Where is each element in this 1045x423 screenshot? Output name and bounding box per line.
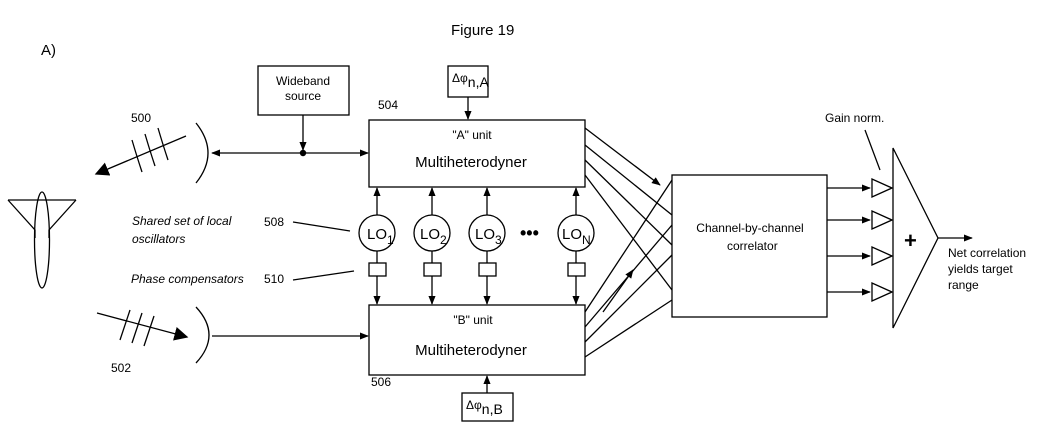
gain-leader [864, 129, 881, 171]
gain-normalizers [827, 177, 894, 303]
phase-comp-label: Phase compensators [131, 272, 244, 286]
summer-symbol: + [904, 228, 917, 253]
unit-a-box [368, 119, 586, 188]
gain-label: Gain norm. [825, 111, 884, 125]
svg-text:LON: LON [562, 226, 591, 247]
phase-compensator-1 [368, 262, 387, 277]
antenna-b-icon [96, 306, 210, 364]
output-line3: range [948, 278, 979, 292]
channels-a [584, 127, 673, 291]
summer-triangle [892, 147, 939, 329]
phase-offset-b-label: Δφn,B [466, 398, 503, 417]
unit-a-tag: "A" unit [452, 128, 492, 142]
unit-b-tag: "B" unit [453, 313, 493, 327]
unit-b-box [368, 304, 586, 376]
unit-b-ref: 506 [371, 375, 391, 389]
phase-comp-ref: 510 [264, 272, 284, 286]
correlator-box [671, 174, 828, 318]
svg-text:LO3: LO3 [475, 226, 502, 247]
phase-offset-a-label: Δφn,A [452, 71, 489, 90]
unit-b-name: Multiheterodyner [415, 342, 527, 359]
lo-leader [292, 221, 351, 232]
output-line2: yields target [948, 262, 1013, 276]
aircraft-target-icon [7, 191, 77, 289]
svg-text:LO1: LO1 [367, 226, 394, 247]
panel-label: A) [41, 42, 56, 59]
lo-ref: 508 [264, 215, 284, 229]
lo-1: LO1 [358, 187, 396, 305]
oscillator-ellipsis: ••• [520, 223, 539, 243]
antenna-a-ref: 500 [131, 111, 151, 125]
phase-compensator-n [567, 262, 586, 277]
svg-text:LO2: LO2 [420, 226, 447, 247]
figure-title: Figure 19 [451, 22, 514, 39]
channels-b [584, 179, 673, 358]
phase-comp-leader [292, 270, 355, 281]
phase-compensator-3 [478, 262, 497, 277]
unit-a-name: Multiheterodyner [415, 154, 527, 171]
output-line1: Net correlation [948, 246, 1026, 260]
lo-label-line2: oscillators [132, 232, 185, 246]
antenna-b-ref: 502 [111, 361, 131, 375]
wideband-source-box [257, 65, 350, 116]
junction-dot [299, 149, 307, 157]
wideband-source-line1: Wideband [276, 74, 330, 88]
phase-compensator-2 [423, 262, 442, 277]
antenna-a-icon [94, 122, 209, 184]
lo-3: LO3 [468, 187, 506, 305]
lo-2: LO2 [413, 187, 451, 305]
correlator-line2: correlator [727, 239, 778, 253]
correlator-line1: Channel-by-channel [696, 221, 803, 235]
unit-a-ref: 504 [378, 98, 398, 112]
lo-n: LON [557, 187, 595, 305]
wideband-source-line2: source [285, 89, 321, 103]
lo-label-line1: Shared set of local [132, 214, 232, 228]
